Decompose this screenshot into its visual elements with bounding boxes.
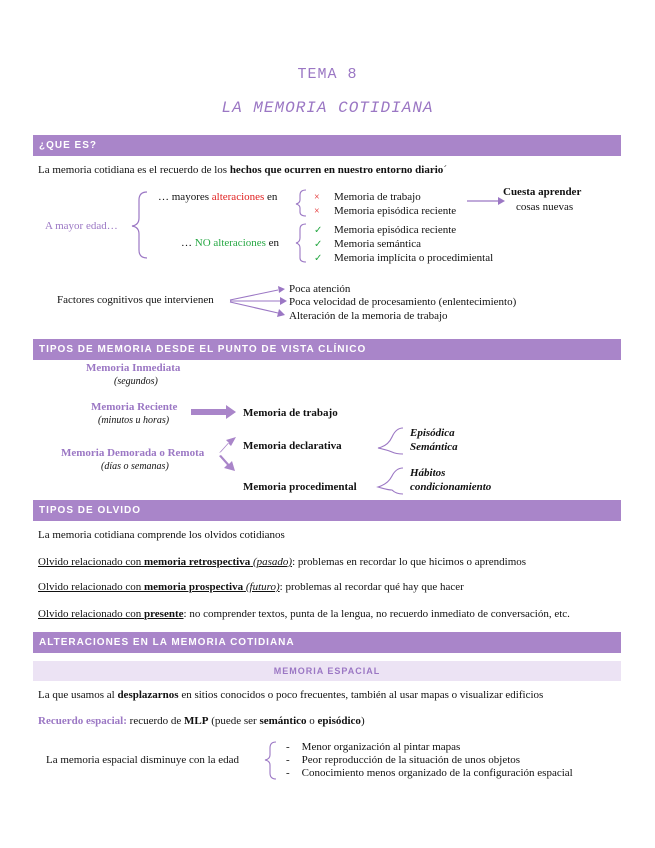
x-icon: × <box>314 206 320 217</box>
episodica: Episódica <box>410 427 455 439</box>
memoria-inmediata-sub: (segundos) <box>114 376 158 387</box>
memoria-espacial-desc: La que usamos al desplazarnos en sitios … <box>38 689 544 701</box>
memoria-demorada: Memoria Demorada o Remota <box>61 447 205 459</box>
brace-procedimental <box>376 467 404 495</box>
section-tipos-olvido-heading: TIPOS DE OLVIDO <box>33 500 621 521</box>
section-alteraciones-heading: ALTERACIONES EN LA MEMORIA COTIDIANA <box>33 632 621 653</box>
dash-icon: - <box>286 754 290 766</box>
habitos: Hábitos <box>410 467 446 479</box>
factor-item: Poca velocidad de procesamiento (enlente… <box>289 296 517 308</box>
condicionamiento: condicionamiento <box>410 481 492 493</box>
list-item: -Conocimiento menos organizado de la con… <box>286 767 573 779</box>
page-subtitle: LA MEMORIA COTIDIANA <box>221 99 434 117</box>
brace-disminuye <box>264 741 277 780</box>
list-item: -Peor reproducción de la situación de un… <box>286 754 521 766</box>
dash-icon: - <box>286 741 290 753</box>
no-alteraciones-label: … NO alteraciones en <box>181 237 280 249</box>
memoria-declarativa: Memoria declarativa <box>243 440 342 452</box>
list-item: -Menor organización al pintar mapas <box>286 741 461 753</box>
memoria-inmediata: Memoria Inmediata <box>86 362 181 374</box>
semantica: Semántica <box>410 441 458 453</box>
list-item: ✓Memoria implícita o procedimiental <box>314 252 494 264</box>
olvido-retrospectiva: Olvido relacionado con memoria retrospec… <box>38 556 527 568</box>
brace-no-alteraciones <box>295 223 307 263</box>
memoria-espacial-subheading: MEMORIA ESPACIAL <box>33 661 621 681</box>
factores-label: Factores cognitivos que intervienen <box>57 294 214 306</box>
memoria-reciente: Memoria Reciente <box>91 401 178 413</box>
cuesta-aprender: Cuesta aprender <box>503 186 582 198</box>
arrow-reciente-trabajo <box>191 405 236 419</box>
memoria-demorada-sub: (días o semanas) <box>101 461 169 472</box>
brace-a-mayor-edad <box>131 191 148 259</box>
arrow-demorada-declarativa <box>219 437 236 453</box>
check-icon: ✓ <box>314 253 323 264</box>
memoria-reciente-sub: (minutos u horas) <box>98 415 170 426</box>
section-que-es-heading: ¿QUE ES? <box>33 135 621 156</box>
section-tipos-memoria-heading: TIPOS DE MEMORIA DESDE EL PUNTO DE VISTA… <box>33 339 621 360</box>
olvido-intro: La memoria cotidiana comprende los olvid… <box>38 529 285 541</box>
que-es-intro: La memoria cotidiana es el recuerdo de l… <box>38 164 447 176</box>
check-icon: ✓ <box>314 239 323 250</box>
dash-icon: - <box>286 767 290 779</box>
a-mayor-edad: A mayor edad… <box>45 220 118 232</box>
recuerdo-espacial: Recuerdo espacial: recuerdo de MLP (pued… <box>38 715 365 727</box>
list-item: ×Memoria episódica reciente <box>314 205 457 217</box>
check-icon: ✓ <box>314 225 323 236</box>
brace-declarativa <box>377 427 404 455</box>
factor-item: Alteración de la memoria de trabajo <box>289 310 448 322</box>
memoria-trabajo: Memoria de trabajo <box>243 407 338 419</box>
page-title: TEMA 8 <box>297 66 358 83</box>
list-item: ✓Memoria semántica <box>314 238 422 250</box>
list-item: ✓Memoria episódica reciente <box>314 224 457 236</box>
cosas-nuevas: cosas nuevas <box>516 201 574 213</box>
factor-item: Poca atención <box>289 283 351 295</box>
list-item: ×Memoria de trabajo <box>314 191 421 203</box>
arrow-demorada-procedimental <box>219 455 235 471</box>
disminuye-label: La memoria espacial disminuye con la eda… <box>46 754 240 766</box>
olvido-presente: Olvido relacionado con presente: no comp… <box>38 608 570 620</box>
arrow-cuesta <box>498 197 505 205</box>
olvido-prospectiva: Olvido relacionado con memoria prospecti… <box>38 581 464 593</box>
mayores-alteraciones-label: … mayores alteraciones en <box>158 191 278 203</box>
x-icon: × <box>314 192 320 203</box>
brace-alteraciones <box>295 189 307 217</box>
memoria-procedimental: Memoria procedimental <box>243 481 357 493</box>
